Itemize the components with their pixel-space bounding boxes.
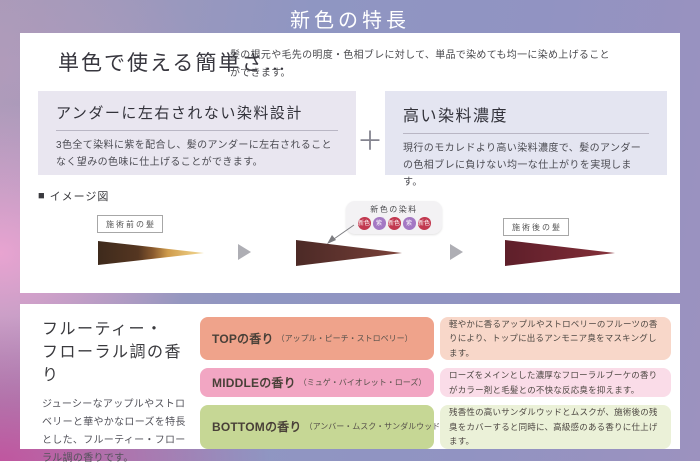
new-dye-bubble: 新色の染料 新色 紫 新色 紫 新色: [346, 201, 442, 234]
before-hair-label: 施術前の髪: [97, 215, 163, 233]
scent-row-bottom: BOTTOMの香り （アンバー・ムスク・サンダルウッド） 残香性の高いサンダルウ…: [200, 405, 671, 449]
scent-description: ジューシーなアップルやストロベリーと華やかなローズを特長とした、フルーティー・フ…: [42, 398, 186, 464]
after-hair-label: 施術後の髪: [503, 218, 569, 236]
scent-bottom-name: BOTTOMの香り: [212, 420, 302, 435]
dye-dot-purple-icon: 紫: [372, 217, 386, 230]
scent-top-notes: （アップル・ピーチ・ストロベリー）: [276, 334, 413, 344]
page-title: 新色の特長: [290, 10, 410, 32]
scent-middle-desc-pill: ローズをメインとした濃厚なフローラルブーケの香りがカラー剤と毛髪との不快な反応臭…: [440, 368, 671, 398]
scent-top-desc-pill: 軽やかに香るアップルやストロベリーのフルーツの香りにより、トップに出るアンモニア…: [440, 317, 671, 361]
scent-row-middle: MIDDLEの香り （ミュゲ・バイオレット・ローズ） ローズをメインとした濃厚な…: [200, 368, 671, 398]
feature-card: 単色で使える簡単さ… 髪の根元や毛先の明度・色相ブレに対して、単品で染めても均一…: [20, 33, 680, 293]
triangle-arrow-icon: [238, 244, 251, 260]
scent-note-rows: TOPの香り （アップル・ピーチ・ストロベリー） 軽やかに香るアップルやストロベ…: [200, 317, 671, 449]
after-hair-swatch: [505, 240, 615, 266]
dye-dot-red-icon: 新色: [417, 217, 431, 230]
dye-dot-red-icon: 新色: [387, 217, 401, 230]
scent-heading: フルーティー・ フローラル調の香り: [42, 318, 198, 388]
feature-box-body: 現行のモカレドより高い染料濃度で、髪のアンダーの色相ブレに負けない均一な仕上がり…: [403, 143, 642, 189]
divider: [56, 130, 338, 131]
diagram-section-text: イメージ図: [49, 191, 110, 203]
dye-dot-red-icon: 新色: [357, 217, 371, 230]
scent-card: フルーティー・ フローラル調の香り ジューシーなアップルやストロベリーと華やかな…: [20, 304, 680, 464]
lead-heading: 単色で使える簡単さ…: [58, 51, 288, 75]
scent-heading-line1: フルーティー・: [42, 321, 164, 338]
scent-middle-label-pill: MIDDLEの香り （ミュゲ・バイオレット・ローズ）: [200, 368, 434, 398]
feature-box-dye-density: 高い染料濃度 現行のモカレドより高い染料濃度で、髪のアンダーの色相ブレに負けない…: [385, 91, 667, 188]
scent-bottom-desc-pill: 残香性の高いサンダルウッドとムスクが、施術後の残臭をカバーすると同時に、高級感の…: [440, 405, 671, 449]
feature-box-title: 高い染料濃度: [403, 108, 509, 125]
triangle-arrow-icon: [450, 244, 463, 260]
square-bullet-icon: ■: [38, 190, 46, 202]
plus-icon: ＋: [356, 126, 383, 156]
divider: [403, 133, 649, 134]
feature-box-dye-design: アンダーに左右されない染料設計 3色全て染料に紫を配合し、髪のアンダーに左右され…: [38, 91, 356, 175]
dye-dot-row: 新色 紫 新色 紫 新色: [357, 217, 431, 230]
before-hair-swatch: [98, 241, 204, 265]
scent-intro: フルーティー・ フローラル調の香り ジューシーなアップルやストロベリーと華やかな…: [20, 304, 198, 464]
scent-row-top: TOPの香り （アップル・ピーチ・ストロベリー） 軽やかに香るアップルやストロベ…: [200, 317, 671, 361]
feature-box-title: アンダーに左右されない染料設計: [56, 106, 303, 122]
feature-box-body: 3色全て染料に紫を配合し、髪のアンダーに左右されることなく望みの色味に仕上げるこ…: [56, 140, 332, 169]
scent-bottom-label-pill: BOTTOMの香り （アンバー・ムスク・サンダルウッド）: [200, 405, 448, 449]
scent-heading-line2: フローラル調の香り: [42, 344, 183, 385]
scent-middle-notes: （ミュゲ・バイオレット・ローズ）: [298, 378, 427, 388]
scent-middle-name: MIDDLEの香り: [212, 376, 296, 391]
new-dye-bubble-title: 新色の染料: [370, 205, 418, 214]
scent-top-name: TOPの香り: [212, 332, 274, 347]
scent-bottom-notes: （アンバー・ムスク・サンダルウッド）: [304, 422, 449, 432]
scent-top-label-pill: TOPの香り （アップル・ピーチ・ストロベリー）: [200, 317, 434, 361]
dye-dot-purple-icon: 紫: [402, 217, 416, 230]
diagram-section-label: ■ イメージ図: [38, 188, 109, 204]
pointer-arrow-icon: [327, 224, 355, 244]
lead-description: 髪の根元や毛先の明度・色相ブレに対して、単品で染めても均一に染め上げることができ…: [230, 50, 610, 79]
